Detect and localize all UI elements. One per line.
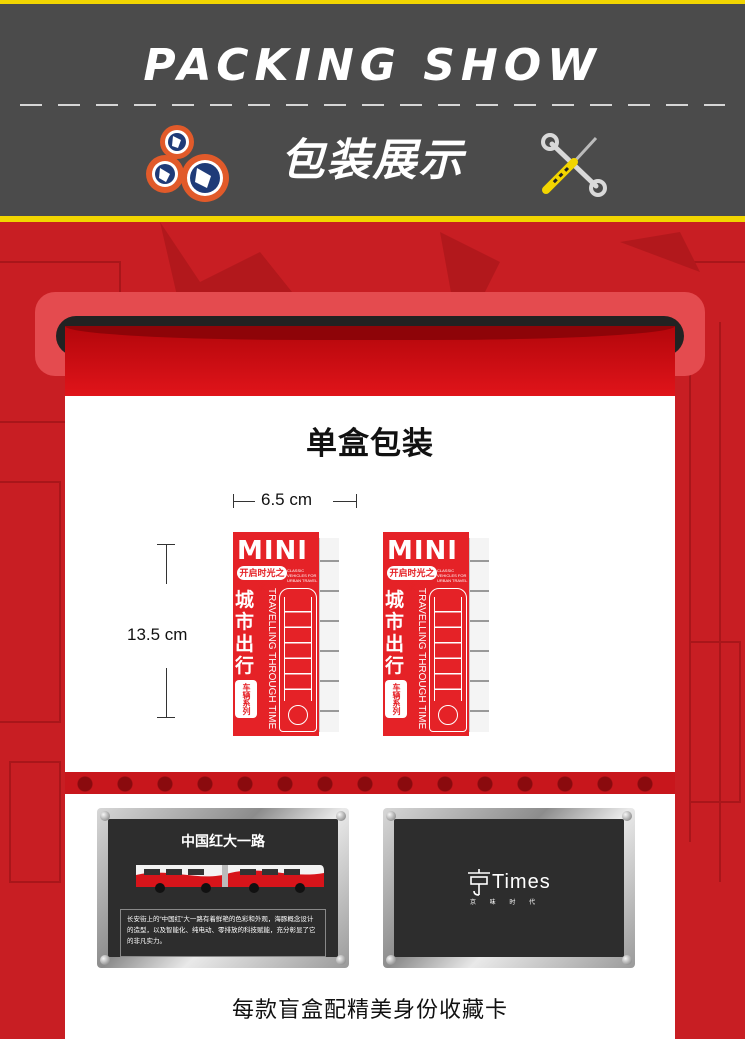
card-inner: Times 京 味 时 代 [394, 819, 624, 957]
box-front: MINI 开启时光之旅 CLASSIC VEHICLES FOR URBAN T… [233, 532, 319, 736]
wrench-screwdriver-icon [541, 133, 607, 197]
height-label: 13.5 cm [127, 625, 188, 644]
bus-outline-icon [279, 588, 317, 732]
collector-card-front: 中国红大一路 [97, 808, 349, 968]
box-tiny-text: CLASSIC VEHICLES FOR URBAN TRAVEL [287, 568, 318, 583]
blind-box: MINI 开启时光之旅 CLASSIC VEHICLES FOR URBAN T… [233, 532, 339, 736]
footer-caption: 每款盲盒配精美身份收藏卡 [231, 997, 508, 1022]
gear-cluster-icon [146, 125, 229, 202]
box-side [469, 538, 489, 732]
box-tagline: 开启时光之旅 [387, 566, 437, 592]
box-front: MINI 开启时光之旅 CLASSIC VEHICLES FOR URBAN T… [383, 532, 469, 736]
header-banner: PACKING SHOW 包装展示 [0, 0, 745, 222]
box-vertical-text: TRAVELLING THROUGH TIME [416, 588, 427, 730]
box-vertical-text: TRAVELLING THROUGH TIME [266, 588, 277, 730]
collector-card-back: Times 京 味 时 代 [383, 808, 635, 968]
height-dimension [155, 544, 177, 718]
section-title: 单盒包装 [306, 426, 434, 461]
card-description: 长安街上的“中国红”大一路有着鲜艳的色彩和外观，海豚概念设计的造型，以及智能化、… [120, 909, 326, 957]
packing-card: 单盒包装 6.5 cm 13.5 cm MINI 开启时光之旅 CLASSIC … [65, 326, 675, 1039]
box-badge: 车辆系列 [235, 680, 257, 718]
jing-mark-icon [468, 869, 490, 896]
rivet [100, 811, 110, 821]
logo-word: Times [492, 871, 551, 893]
box-badge: 车辆系列 [385, 680, 407, 718]
width-label: 6.5 cm [261, 490, 313, 509]
box-brand: MINI [387, 536, 458, 566]
box-name: 城市出行 [235, 590, 255, 677]
dashed-divider [20, 104, 725, 106]
width-dimension: 6.5 cm [233, 490, 357, 512]
rivet [386, 955, 396, 965]
rivet [386, 811, 396, 821]
card-top-band [65, 326, 675, 396]
rivet [622, 811, 632, 821]
title-english: PACKING SHOW [143, 40, 602, 91]
bus-outline-icon [429, 588, 467, 732]
box-tagline: 开启时光之旅 [237, 566, 287, 592]
box-name: 城市出行 [385, 590, 405, 677]
box-side [319, 538, 339, 732]
rivet [622, 955, 632, 965]
articulated-bus-icon [136, 865, 324, 893]
box-tiny-text: CLASSIC VEHICLES FOR URBAN TRAVEL [437, 568, 468, 583]
box-brand: MINI [237, 536, 308, 566]
card-inner: 中国红大一路 [108, 819, 338, 957]
rivet [100, 955, 110, 965]
logo-subtitle: 京 味 时 代 [470, 900, 542, 906]
rivet [336, 811, 346, 821]
jtimes-logo: Times 京 味 时 代 [464, 869, 564, 909]
rivet [336, 955, 346, 965]
blind-box: MINI 开启时光之旅 CLASSIC VEHICLES FOR URBAN T… [383, 532, 489, 736]
lower-band [65, 794, 675, 806]
card-title: 中国红大一路 [181, 833, 265, 849]
title-chinese: 包装展示 [280, 135, 465, 186]
